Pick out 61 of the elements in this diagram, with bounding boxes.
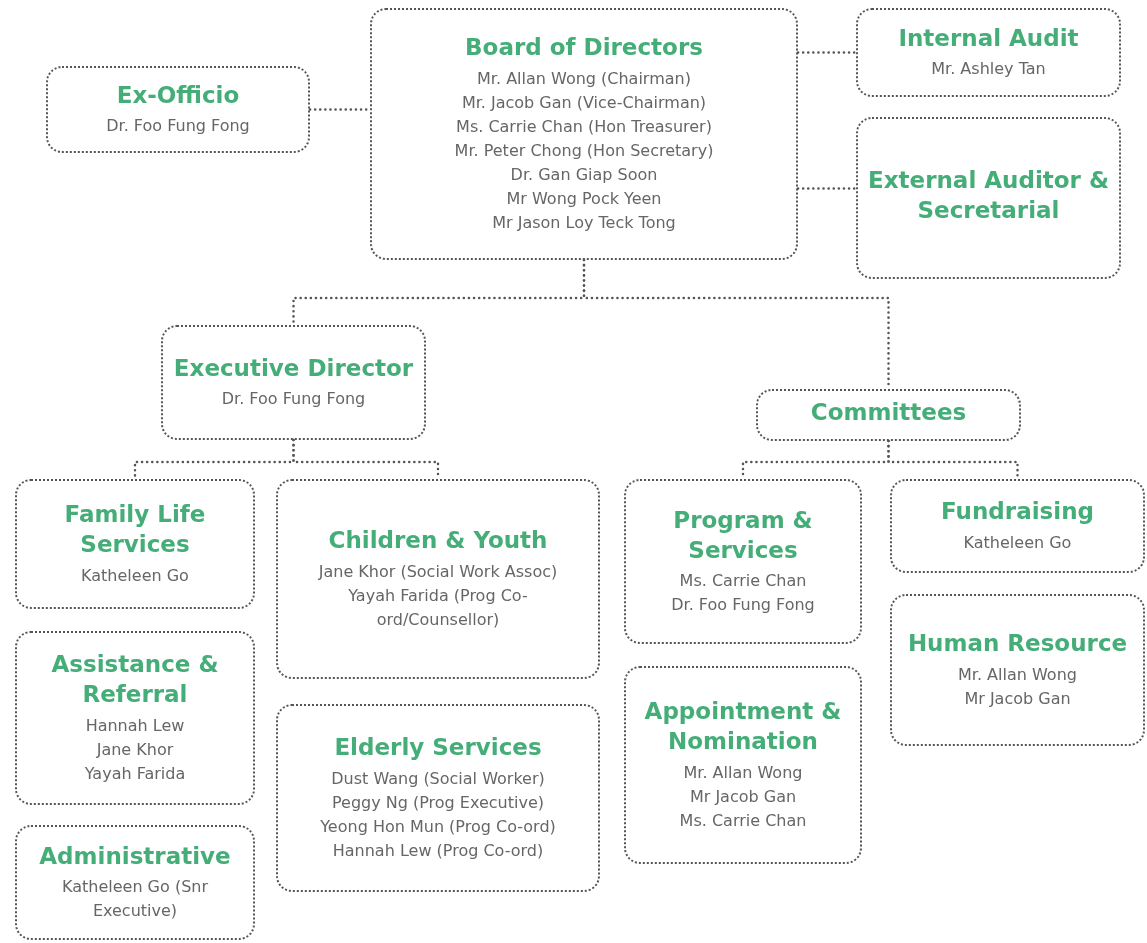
unit-title: Executive Director: [173, 353, 414, 383]
member-name: Dust Wang (Social Worker): [331, 767, 545, 790]
member-name: Ms. Carrie Chan: [679, 570, 807, 593]
member-name: Peggy Ng (Prog Executive): [332, 791, 544, 814]
member-name: Mr. Ashley Tan: [931, 58, 1046, 81]
unit-title: Ex-Officio: [116, 80, 240, 110]
member-name: Jane Khor (Social Work Assoc): [318, 560, 558, 583]
unit-title: External Auditor & Secretarial: [868, 166, 1109, 225]
unit-title: Family Life Services: [63, 500, 207, 559]
member-name: Mr. Peter Chong (Hon Secretary): [454, 139, 714, 162]
connector-line: [796, 187, 858, 190]
org-box: [276, 479, 600, 679]
member-name: Hannah Lew (Prog Co-ord): [332, 839, 544, 862]
org-box: [624, 666, 862, 864]
member-name: Mr. Allan Wong: [958, 663, 1077, 686]
member-name: Ms. Carrie Chan (Hon Treasurer): [456, 115, 712, 138]
unit-title: Fundraising: [941, 497, 1094, 527]
unit-title: Children & Youth: [328, 526, 548, 556]
member-name: Mr Jason Loy Teck Tong: [492, 211, 676, 234]
org-box: [890, 479, 1145, 573]
member-name: Dr. Foo Fung Fong: [106, 115, 250, 138]
unit-title: Appointment & Nomination: [643, 697, 843, 756]
org-box: [15, 479, 255, 609]
unit-title: Board of Directors: [465, 33, 703, 63]
org-box: [276, 704, 600, 892]
org-box: [890, 594, 1145, 746]
member-name: Yeong Hon Mun (Prog Co-ord): [320, 815, 556, 838]
connector-line: [796, 51, 858, 54]
member-name: Mr Jacob Gan: [964, 687, 1071, 710]
member-name: Mr Jacob Gan: [689, 785, 797, 808]
unit-title: Human Resource: [907, 629, 1128, 659]
member-name: Mr. Jacob Gan (Vice-Chairman): [461, 91, 707, 114]
member-name: Hannah Lew: [85, 714, 185, 737]
member-name: Mr Wong Pock Yeen: [506, 187, 662, 210]
unit-title: Program & Services: [672, 505, 814, 565]
member-name: Katheleen Go: [963, 531, 1072, 554]
member-name: Dr. Gan Giap Soon: [510, 163, 658, 186]
org-box: [624, 479, 862, 644]
org-box: [856, 8, 1121, 97]
member-name: Yayah Farida: [84, 762, 186, 785]
member-name: Yayah Farida (Prog Co-ord/Counsellor): [347, 584, 529, 631]
unit-title: Elderly Services: [334, 733, 542, 763]
member-name: Mr. Allan Wong: [683, 761, 803, 784]
org-box: [161, 325, 426, 440]
org-box: [15, 631, 255, 805]
member-name: Ms. Carrie Chan: [679, 809, 807, 832]
member-name: Dr. Foo Fung Fong: [671, 594, 815, 617]
unit-title: Assistance & Referral: [50, 650, 220, 709]
unit-title: Internal Audit: [898, 23, 1079, 53]
org-box: [856, 117, 1121, 279]
org-box: [15, 825, 255, 940]
member-name: Katheleen Go (Snr Executive): [61, 876, 209, 923]
unit-title: Committees: [810, 398, 967, 428]
unit-title: Administrative: [39, 841, 231, 871]
member-name: Dr. Foo Fung Fong: [221, 388, 366, 411]
member-name: Mr. Allan Wong (Chairman): [477, 67, 691, 90]
org-box: [370, 8, 798, 260]
org-box: [756, 389, 1021, 441]
member-name: Jane Khor: [96, 738, 174, 761]
member-name: Katheleen Go: [81, 564, 189, 587]
org-box: [46, 66, 310, 153]
